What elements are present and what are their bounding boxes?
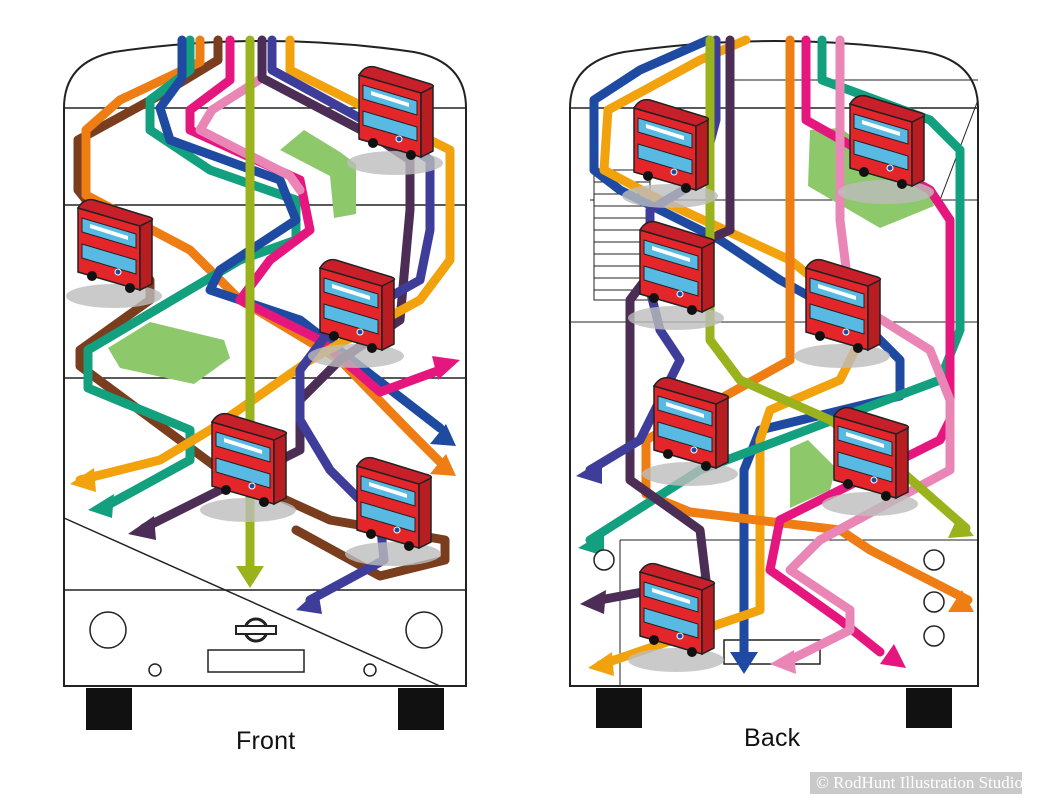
route-line-pink [195, 73, 305, 195]
back-arrowheads [576, 460, 974, 676]
double-decker-bus-icon [65, 198, 163, 309]
arrow-olive [948, 516, 974, 538]
arrow-teal [88, 494, 114, 518]
double-decker-bus-icon [793, 258, 891, 369]
double-decker-bus-icon [621, 98, 719, 209]
arrow-olive [236, 566, 264, 588]
arrow-orange [430, 454, 456, 476]
arrow-indigo [296, 590, 322, 614]
arrow-pink [770, 650, 796, 674]
double-decker-bus-icon [346, 65, 444, 176]
route-line-yellow [75, 35, 455, 485]
double-decker-bus-icon [821, 406, 919, 517]
arrow-yellow [70, 468, 96, 492]
arrow-blue [430, 424, 456, 446]
front-caption: Front [236, 727, 296, 755]
route-line-brown [73, 35, 450, 581]
arrow-plum [128, 516, 156, 540]
arrow-yellow [588, 652, 614, 676]
back-lower-details [593, 549, 952, 728]
front-arrowheads [70, 356, 460, 614]
double-decker-bus-icon [199, 412, 297, 523]
arrow-indigo [576, 460, 602, 484]
arrow-magenta [880, 644, 906, 668]
double-decker-bus-icon [344, 456, 442, 567]
double-decker-bus-icon [837, 94, 935, 205]
watermark: © RodHunt Illustration Studio [810, 772, 1022, 794]
arrow-plum [580, 590, 606, 614]
front-lower-details [86, 611, 444, 730]
arrow-blue [730, 652, 758, 674]
front-parks [108, 130, 356, 384]
double-decker-bus-icon [641, 376, 739, 487]
back-caption: Back [744, 724, 801, 752]
double-decker-bus-icon [627, 562, 725, 673]
double-decker-bus-icon [307, 258, 405, 369]
london-underground-roundel-icon [235, 617, 277, 643]
route-line-plum [595, 35, 735, 605]
arrow-orange [948, 590, 974, 612]
double-decker-bus-icon [627, 220, 725, 331]
arrow-teal [578, 532, 604, 556]
arrow-magenta [432, 356, 460, 380]
